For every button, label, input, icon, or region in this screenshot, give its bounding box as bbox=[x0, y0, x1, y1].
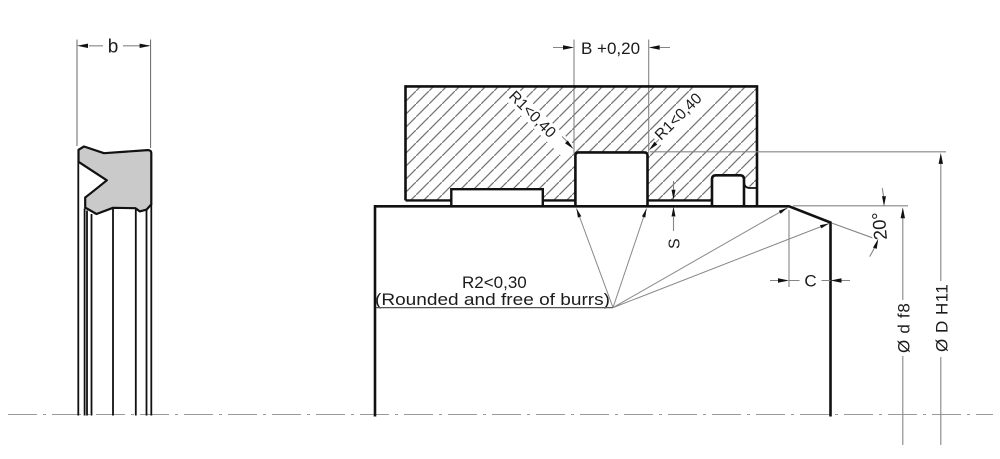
svg-text:S: S bbox=[667, 238, 684, 249]
svg-text:B +0,20: B +0,20 bbox=[581, 39, 640, 58]
svg-text:Ø d f8: Ø d f8 bbox=[895, 302, 914, 353]
svg-text:C: C bbox=[804, 271, 816, 290]
svg-text:Ø D H11: Ø D H11 bbox=[933, 284, 952, 352]
svg-text:20°: 20° bbox=[868, 211, 891, 241]
svg-text:R2<0,30: R2<0,30 bbox=[462, 273, 527, 292]
svg-text:b: b bbox=[108, 37, 119, 58]
svg-text:(Rounded and free of burrs): (Rounded and free of burrs) bbox=[375, 290, 610, 309]
